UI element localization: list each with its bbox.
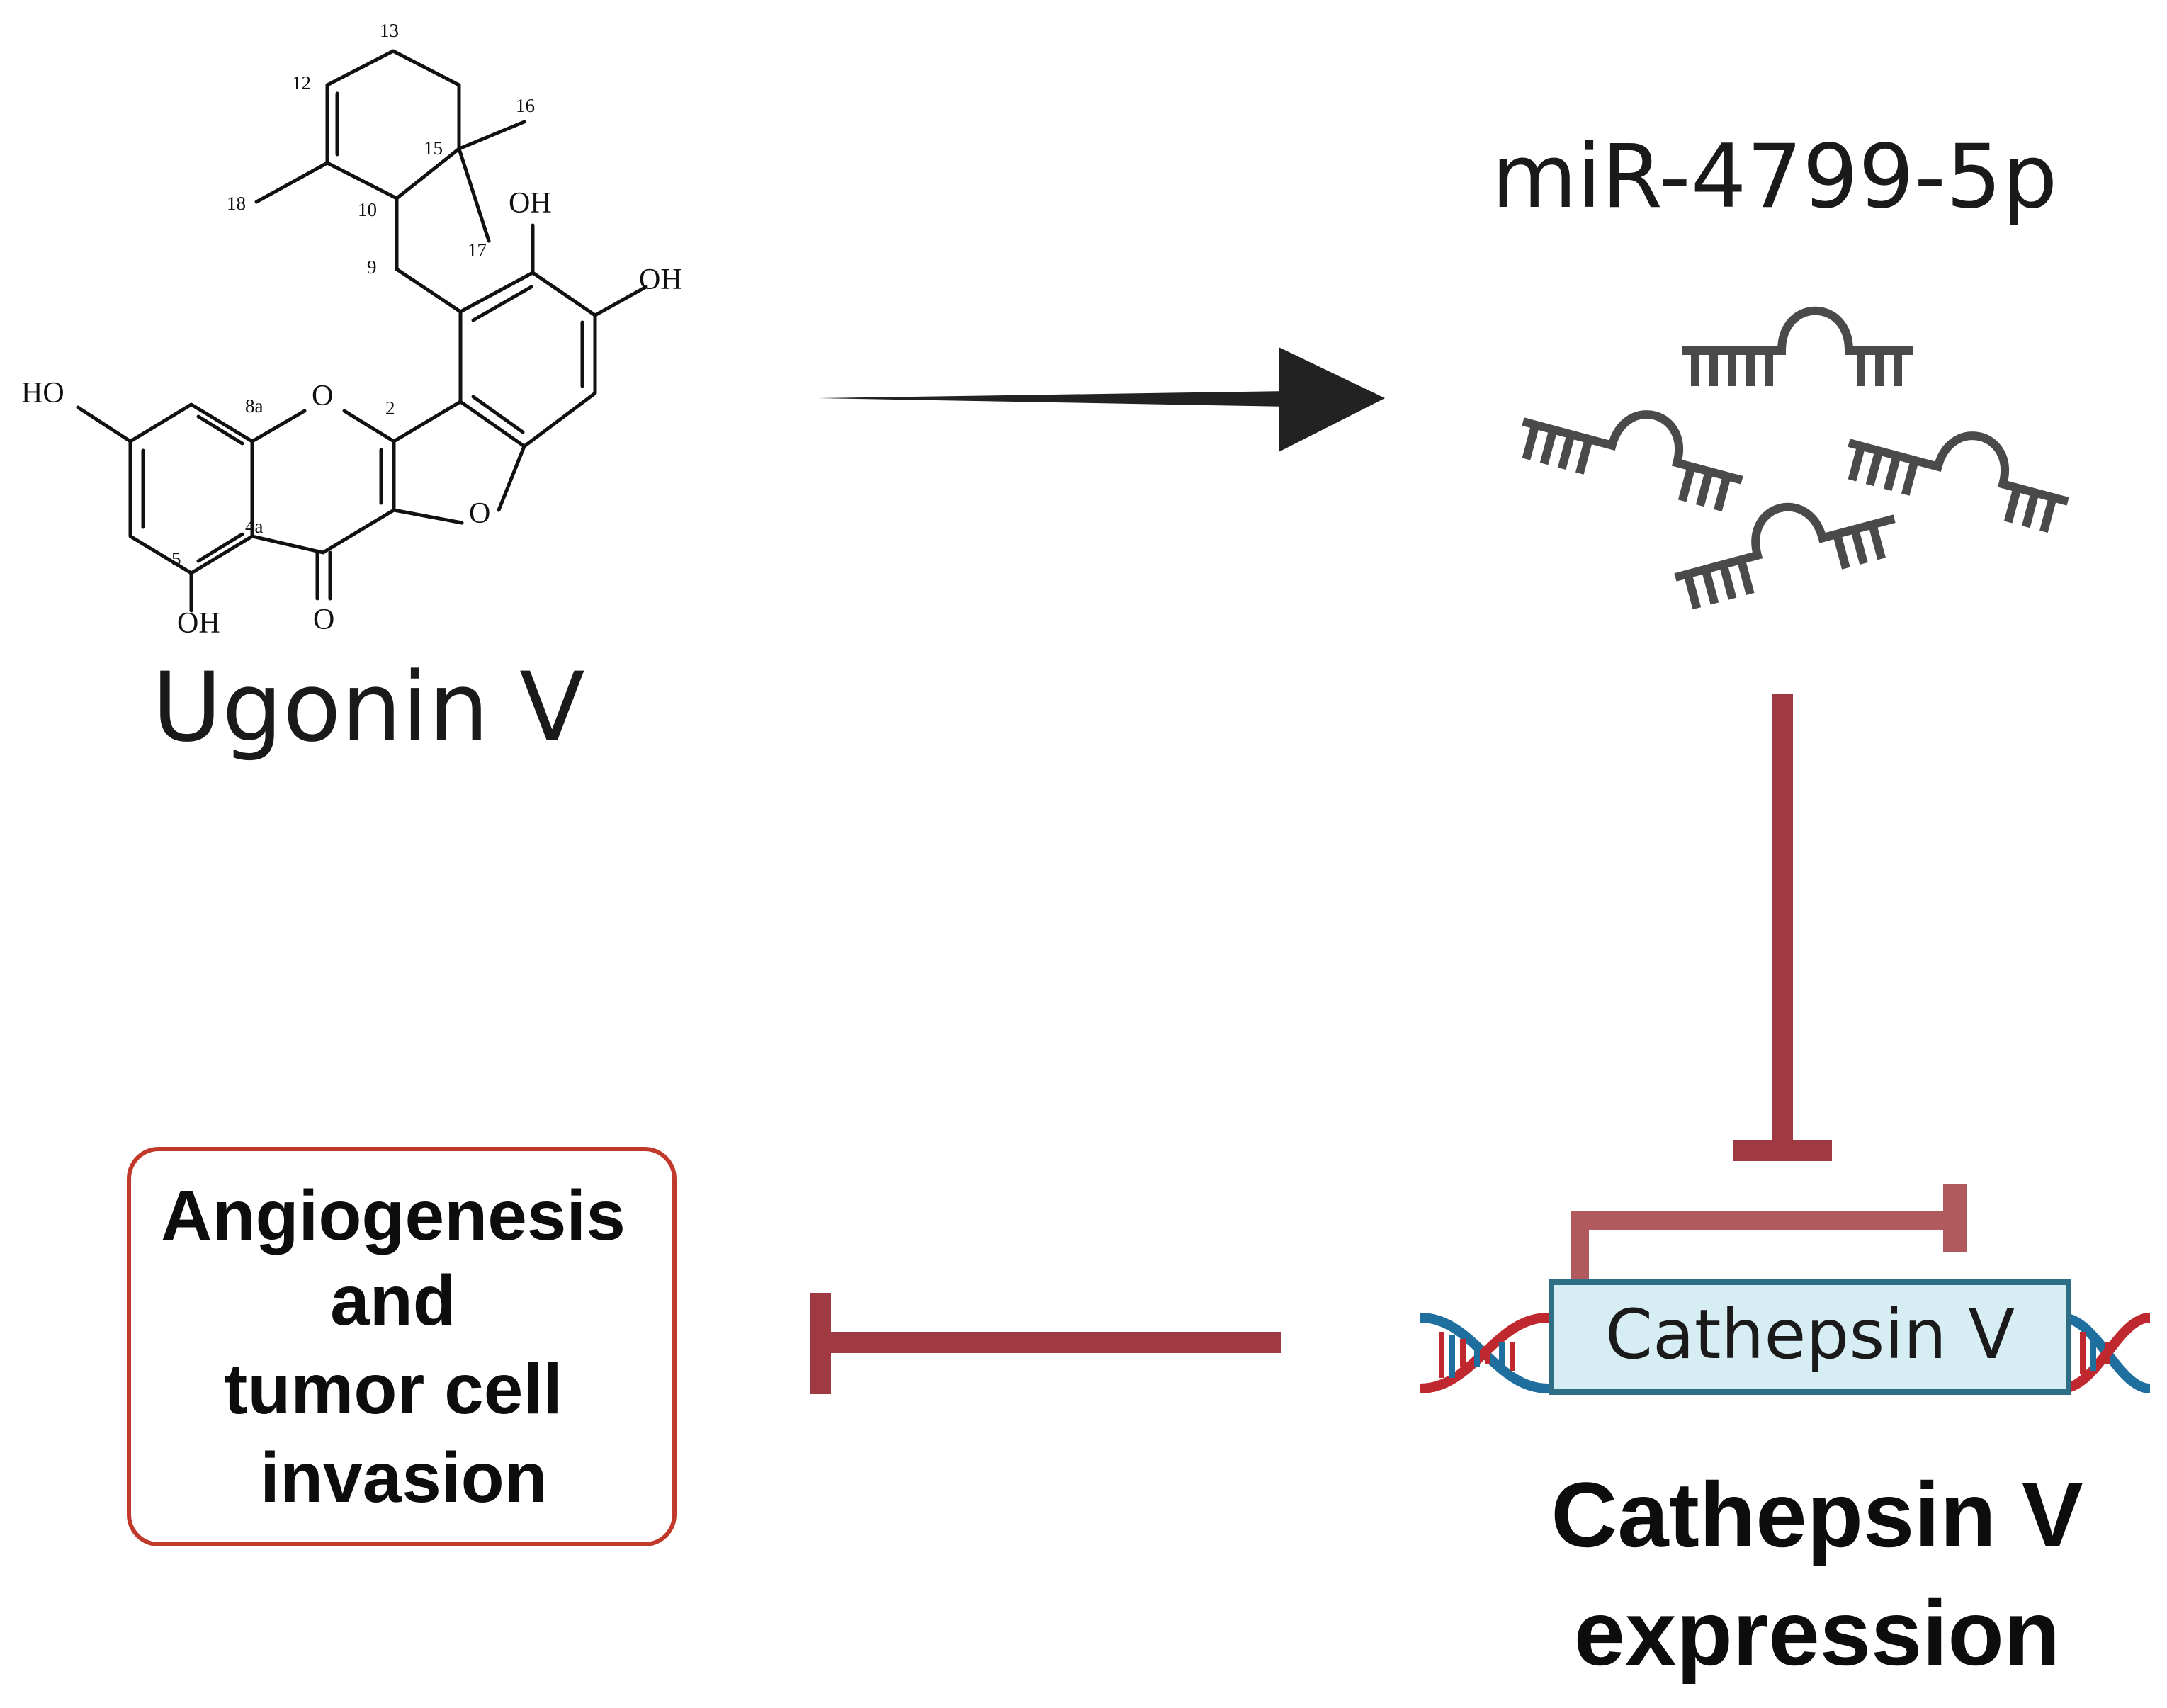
locant-8a: 8a <box>245 395 264 417</box>
outcome-line-1: Angiogenesis <box>161 1176 626 1255</box>
atom-oh-bottom: OH <box>177 607 220 640</box>
ring-a-bonds <box>128 402 254 575</box>
outcome-line-3: tumor cell <box>224 1350 562 1429</box>
outcome-line-4: invasion <box>260 1438 548 1517</box>
mirna-molecules <box>1522 306 2069 610</box>
gene-caption-line-2: expression <box>1574 1581 2060 1685</box>
gene-box <box>1549 1279 2071 1395</box>
atom-o-pyran: O <box>312 380 333 412</box>
locant-9: 9 <box>367 256 377 278</box>
locant-4a: 4a <box>245 516 264 537</box>
locant-15: 15 <box>424 137 443 159</box>
activation-arrow <box>818 347 1385 452</box>
ring-c-bonds <box>250 409 307 443</box>
atom-o-carbonyl: O <box>313 604 334 636</box>
atom-oh-top: OH <box>509 187 552 220</box>
mirna-hairpin-4 <box>1674 502 1896 610</box>
locant-13: 13 <box>380 20 399 41</box>
gene-caption-line-1: Cathepsin V <box>1551 1463 2083 1566</box>
locant-5: 5 <box>171 548 181 570</box>
locant-12: 12 <box>292 72 311 94</box>
compound-name: Ugonin V <box>152 652 585 763</box>
outcome-box: Angiogenesis and tumor cell invasion <box>127 1147 677 1546</box>
atom-oh-right: OH <box>639 264 682 296</box>
mirna-label: miR-4799-5p <box>1491 126 2057 228</box>
promoter-inhibition-bracket <box>1571 1184 1967 1284</box>
gene-box-label: Cathepsin V <box>1605 1295 2015 1374</box>
locant-10: 10 <box>358 199 377 220</box>
locant-18: 18 <box>227 193 246 214</box>
ugonin-v-structure: OH OH HO OH O O O 2 4a 5 8a 9 10 12 13 1… <box>21 20 682 640</box>
ring-d-bonds <box>458 271 597 448</box>
atom-o-furan: O <box>469 497 490 530</box>
mirna-hairpin-2 <box>1522 410 1743 511</box>
outcome-line-2: and <box>330 1261 456 1340</box>
inhibition-cathepsin-to-outcome <box>810 1293 1281 1394</box>
cyclohexene-bonds <box>325 49 461 200</box>
mirna-hairpin-3 <box>1848 431 2069 533</box>
locant-16: 16 <box>516 95 535 116</box>
locant-2: 2 <box>385 397 395 419</box>
locant-17: 17 <box>468 239 487 261</box>
gene-locus: Cathepsin V <box>1420 1184 2151 1395</box>
atom-ho-left: HO <box>21 377 64 409</box>
arrow-head <box>1279 347 1385 452</box>
inhibition-mirna-to-cathepsin <box>1733 694 1832 1161</box>
mirna-hairpin-1 <box>1682 306 1913 386</box>
